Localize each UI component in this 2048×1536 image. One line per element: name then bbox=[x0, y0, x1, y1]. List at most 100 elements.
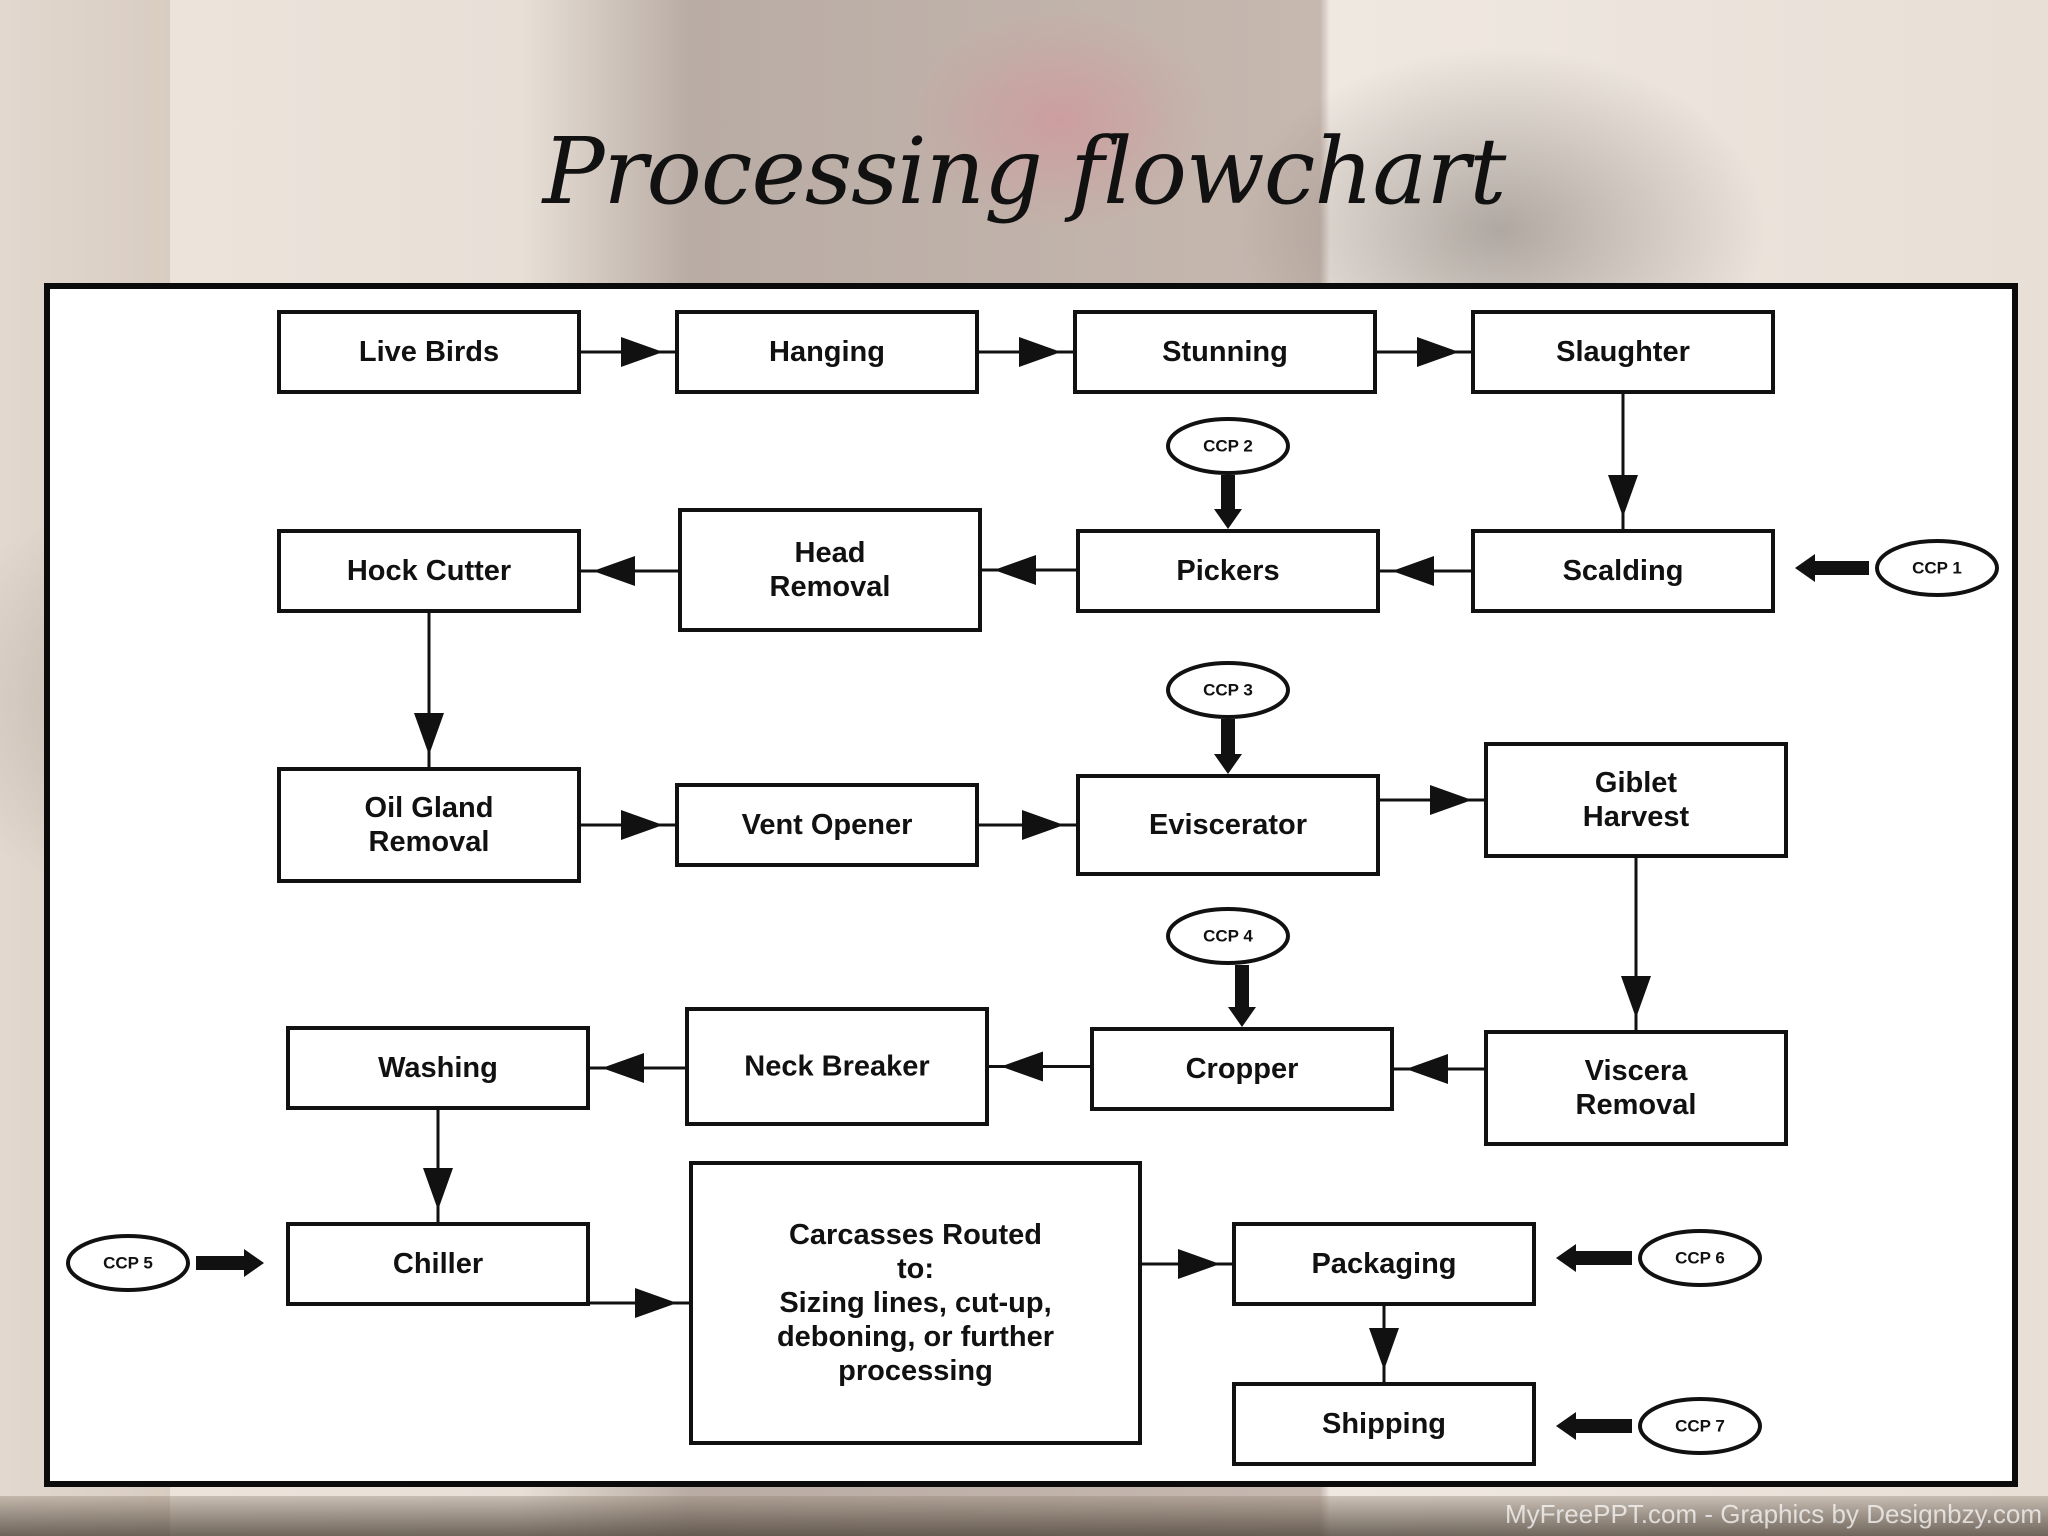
ccp-arrow-icon bbox=[1228, 965, 1256, 1027]
ccp-arrow-icon bbox=[1556, 1244, 1632, 1272]
ccp-oval bbox=[1638, 1397, 1762, 1455]
ccp-link-ccp5-chiller bbox=[196, 1249, 264, 1277]
step-box bbox=[286, 1026, 590, 1110]
arrowhead-icon bbox=[994, 555, 1036, 585]
step-label: Shipping bbox=[1322, 1408, 1446, 1440]
step-stunning: Stunning bbox=[1073, 310, 1377, 394]
step-box bbox=[1471, 529, 1775, 613]
step-label: Head bbox=[795, 537, 866, 569]
flow-slaughter-to-scalding bbox=[1608, 392, 1638, 531]
step-box bbox=[1232, 1382, 1536, 1466]
flow-head_removal-to-hock_cutter bbox=[579, 556, 680, 586]
step-label: Cropper bbox=[1186, 1053, 1299, 1085]
arrowhead-icon bbox=[621, 810, 663, 840]
slide-footer-credit: MyFreePPT.com - Graphics by Designbzy.co… bbox=[1505, 1499, 2042, 1529]
step-neck-breaker: Neck Breaker bbox=[685, 1007, 989, 1126]
flow-cropper-to-neck_breaker bbox=[987, 1051, 1092, 1082]
step-label: Pickers bbox=[1176, 555, 1279, 587]
flow-washing-to-chiller bbox=[423, 1108, 453, 1224]
step-box bbox=[277, 310, 581, 394]
ccp-marker-2: CCP 2 bbox=[1166, 417, 1290, 475]
arrowhead-icon bbox=[1417, 337, 1459, 367]
ccp-label: CCP 3 bbox=[1203, 681, 1253, 700]
step-label: Packaging bbox=[1311, 1248, 1456, 1280]
step-label: Chiller bbox=[393, 1248, 483, 1280]
flow-pickers-to-head_removal bbox=[980, 555, 1078, 585]
flow-viscera_removal-to-cropper bbox=[1392, 1054, 1486, 1084]
step-label: Carcasses Routed bbox=[789, 1219, 1042, 1251]
step-box bbox=[1484, 1030, 1788, 1146]
flow-stunning-to-slaughter bbox=[1375, 337, 1473, 367]
arrowhead-icon bbox=[1022, 810, 1064, 840]
ccp-arrow-icon bbox=[1214, 719, 1242, 774]
step-box bbox=[1073, 310, 1377, 394]
step-label: deboning, or further bbox=[777, 1321, 1054, 1353]
flow-chiller-to-carcasses_routed bbox=[588, 1288, 691, 1318]
ccp-marker-3: CCP 3 bbox=[1166, 661, 1290, 719]
ccp-label: CCP 6 bbox=[1675, 1249, 1725, 1268]
step-box bbox=[1471, 310, 1775, 394]
arrowhead-icon bbox=[1392, 556, 1434, 586]
step-label: processing bbox=[838, 1355, 993, 1387]
ccp-oval bbox=[1166, 661, 1290, 719]
flow-vent_opener-to-eviscerator bbox=[977, 810, 1078, 840]
step-box bbox=[689, 1161, 1142, 1445]
step-label: Washing bbox=[378, 1052, 498, 1084]
step-label: Oil Gland bbox=[365, 792, 494, 824]
step-label: Scalding bbox=[1563, 555, 1684, 587]
step-label: Removal bbox=[369, 826, 490, 858]
step-box bbox=[1076, 774, 1380, 876]
ccp-oval bbox=[1638, 1229, 1762, 1287]
flow-eviscerator-to-giblet_harvest bbox=[1378, 785, 1486, 815]
step-box bbox=[1484, 742, 1788, 858]
step-slaughter: Slaughter bbox=[1471, 310, 1775, 394]
ccp-arrow-icon bbox=[1214, 475, 1242, 529]
step-box bbox=[1076, 529, 1380, 613]
arrowhead-icon bbox=[1369, 1328, 1399, 1370]
step-box bbox=[1090, 1027, 1394, 1111]
ccp-link-ccp2-pickers bbox=[1214, 475, 1242, 529]
step-label: Viscera bbox=[1585, 1055, 1689, 1087]
step-eviscerator: Eviscerator bbox=[1076, 774, 1380, 876]
ccp-oval bbox=[1166, 907, 1290, 965]
arrowhead-icon bbox=[423, 1168, 453, 1210]
flow-packaging-to-shipping bbox=[1369, 1304, 1399, 1384]
step-vent-opener: Vent Opener bbox=[675, 783, 979, 867]
flow-connectors bbox=[414, 337, 1651, 1384]
ccp-arrow-icon bbox=[196, 1249, 264, 1277]
step-box bbox=[277, 529, 581, 613]
step-box bbox=[675, 783, 979, 867]
ccp-arrow-icon bbox=[1556, 1412, 1632, 1440]
flow-scalding-to-pickers bbox=[1378, 556, 1473, 586]
ccp-marker-7: CCP 7 bbox=[1638, 1397, 1762, 1455]
step-hock-cutter: Hock Cutter bbox=[277, 529, 581, 613]
flow-giblet_harvest-to-viscera_removal bbox=[1621, 856, 1651, 1032]
step-label: Removal bbox=[770, 571, 891, 603]
step-label: Eviscerator bbox=[1149, 809, 1307, 841]
ccp-link-ccp1-scalding bbox=[1795, 554, 1869, 582]
step-box bbox=[277, 767, 581, 883]
step-box bbox=[678, 508, 982, 632]
flow-hanging-to-stunning bbox=[977, 337, 1075, 367]
ccp-oval bbox=[1875, 539, 1999, 597]
arrowhead-icon bbox=[593, 556, 635, 586]
step-label: Slaughter bbox=[1556, 336, 1690, 368]
ccp-marker-5: CCP 5 bbox=[66, 1234, 190, 1292]
step-pickers: Pickers bbox=[1076, 529, 1380, 613]
step-hanging: Hanging bbox=[675, 310, 979, 394]
ccp-label: CCP 1 bbox=[1912, 559, 1962, 578]
arrowhead-icon bbox=[1608, 475, 1638, 517]
step-label: Stunning bbox=[1162, 336, 1288, 368]
ccp-link-ccp3-eviscerator bbox=[1214, 719, 1242, 774]
step-packaging: Packaging bbox=[1232, 1222, 1536, 1306]
ccp-oval bbox=[66, 1234, 190, 1292]
step-box bbox=[1232, 1222, 1536, 1306]
ccp-label: CCP 2 bbox=[1203, 437, 1253, 456]
